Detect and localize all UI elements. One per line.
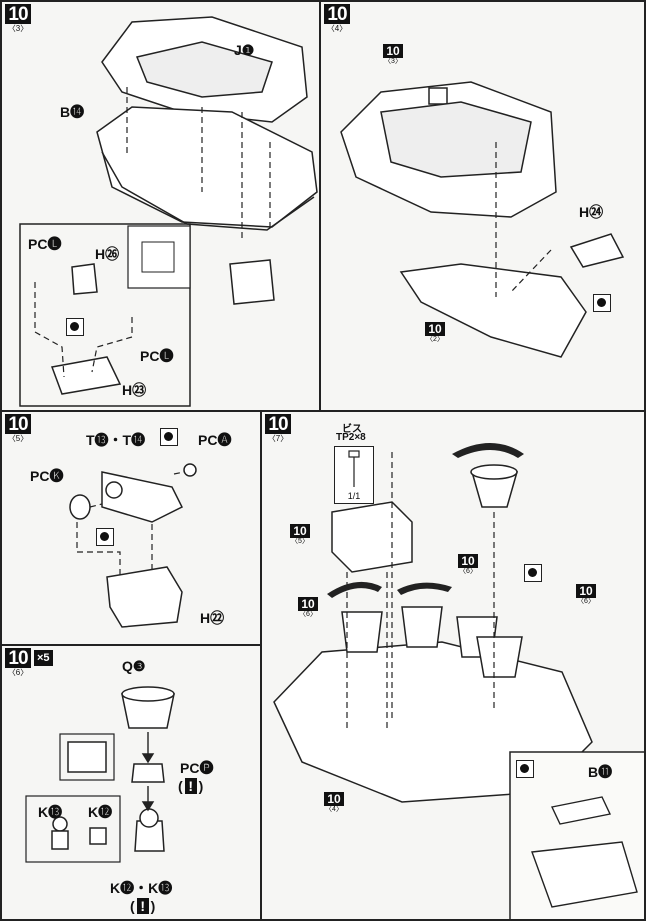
part-drawing-joint [69, 463, 197, 628]
part-pck [69, 494, 91, 520]
base-part-b14 [96, 106, 318, 228]
part-h26 [71, 263, 98, 295]
label-k13: K⓭ [38, 804, 63, 820]
part-drawing-base-assembly [340, 81, 625, 358]
part-h22 [106, 566, 183, 628]
panel-step-10-4: 10〈4〉 10〈3〉 10〈2〉 H㉔ [319, 0, 646, 412]
sticker-icon [524, 564, 542, 582]
label-h22: H㉒ [200, 610, 225, 626]
sticker-icon [516, 760, 534, 778]
ref-badge: 10〈4〉 [324, 792, 344, 813]
screw-spec: TP2×8 [336, 432, 366, 443]
part-pcp [131, 763, 165, 783]
part-t13-t14 [101, 471, 184, 523]
step-badge: 10〈5〉 [5, 414, 31, 443]
sticker-icon [160, 428, 178, 446]
screw-icon [348, 450, 360, 487]
label-k12-k13: K⓬・K⓭ [110, 880, 173, 896]
panel-step-10-7: 10〈7〉 ビス TP2×8 1/1 [260, 410, 646, 921]
label-h24: H㉔ [579, 204, 604, 220]
panel-step-10-5: 10〈5〉 T⓭・T⓮ PC🅐 PC🅚 H㉒ [0, 410, 262, 646]
label-pca: PC🅐 [198, 432, 232, 448]
panel-step-10-3: 10〈3〉 J❶ B⓮ PC🅛 H㉖ PC🅛 H㉓ [0, 0, 321, 412]
caution-icon: (!) [178, 778, 204, 794]
panel-step-10-6: 10〈6〉 ×5 Q❸ PC🅟 (!) K⓭ K⓬ K⓬・ [0, 644, 262, 921]
step-badge: 10〈7〉 [265, 414, 291, 443]
label-pck: PC🅚 [30, 468, 64, 484]
part-pca [183, 463, 197, 477]
label-t13-t14: T⓭・T⓮ [86, 432, 146, 448]
part-drawing-frame [19, 16, 318, 407]
ref-badge: 10〈5〉 [290, 524, 310, 545]
joint-assembly [331, 501, 413, 573]
ref-badge: 10〈6〉 [576, 584, 596, 605]
part-drawing-final-assembly [273, 443, 644, 919]
caution-icon: (!) [130, 898, 156, 914]
sticker-icon [593, 294, 611, 312]
part-lower-frame [399, 263, 587, 358]
screw-title: ビス [342, 424, 362, 435]
label-k12: K⓬ [88, 804, 113, 820]
label-pcl-bottom: PC🅛 [140, 348, 174, 364]
label-pcp: PC🅟 [180, 760, 214, 776]
part-b11 [550, 796, 612, 825]
ref-badge: 10〈6〉 [458, 554, 478, 575]
screw-count: 1/1 [347, 491, 361, 501]
label-pcl-top: PC🅛 [28, 236, 62, 252]
multiplier-badge: ×5 [34, 650, 53, 666]
screw-box: 1/1 [334, 446, 374, 504]
label-b11: B⓫ [588, 764, 613, 780]
label-j1: J❶ [234, 42, 255, 58]
ref-badge: 10〈6〉 [298, 597, 318, 618]
step-badge: 10〈6〉 [5, 648, 31, 677]
ref-badge-top: 10〈3〉 [383, 44, 403, 65]
part-h24 [569, 233, 625, 268]
label-q3: Q❸ [122, 658, 146, 674]
part-insert [229, 259, 275, 305]
sticker-icon [66, 318, 84, 336]
step-badge: 10〈4〉 [324, 4, 350, 33]
label-b14: B⓮ [60, 104, 85, 120]
label-h23: H㉓ [122, 382, 147, 398]
part-h23 [50, 356, 122, 395]
step-badge: 10〈3〉 [5, 4, 31, 33]
sticker-icon [96, 528, 114, 546]
ref-badge-bottom: 10〈2〉 [425, 322, 445, 343]
label-h26: H㉖ [95, 246, 120, 262]
part-drawing-thruster [25, 686, 175, 863]
